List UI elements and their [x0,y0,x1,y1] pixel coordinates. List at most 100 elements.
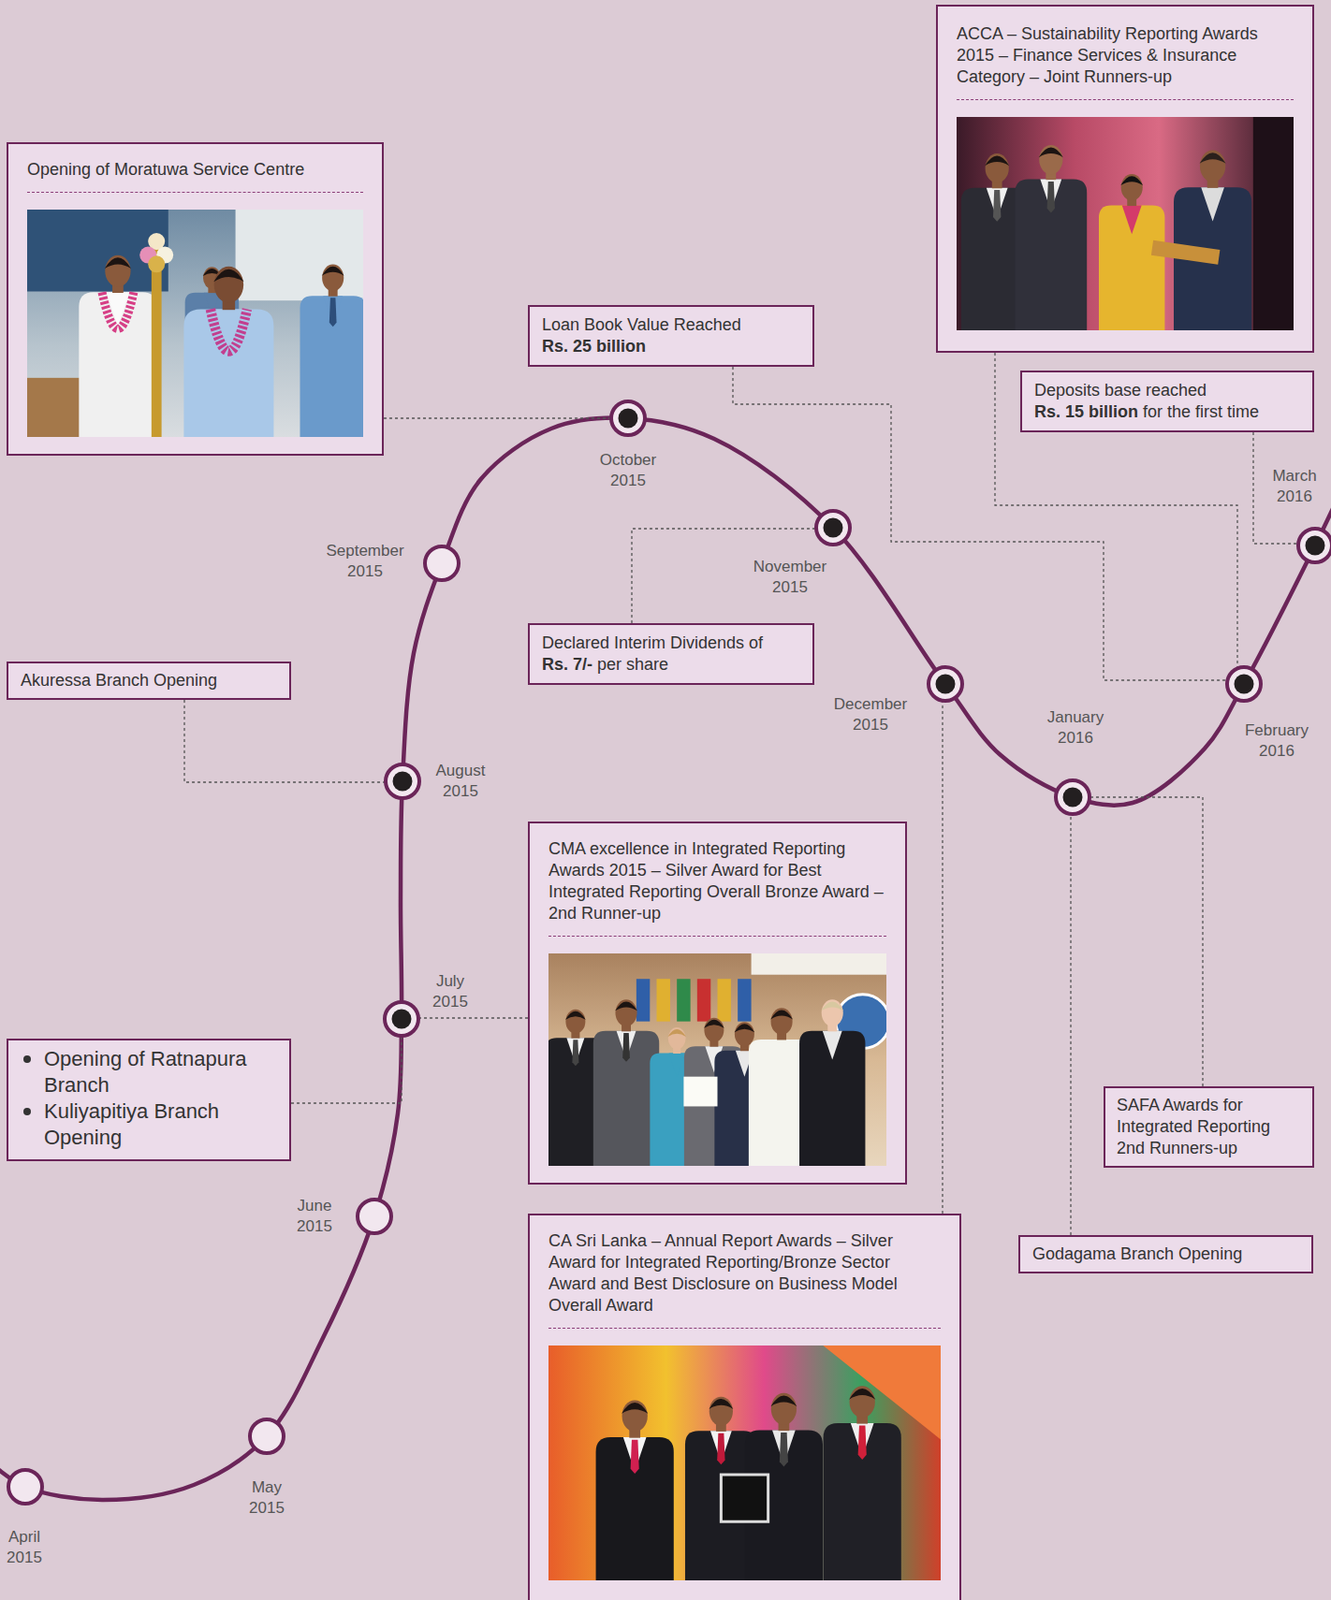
box-text: Deposits base reached [1034,380,1301,402]
person-tie [779,1433,789,1467]
milestone [8,1470,43,1505]
photo-scene [548,953,887,1167]
stage-curtain [1253,117,1294,331]
milestone-dot [392,1009,412,1030]
bullet-dot [23,1108,31,1116]
person-head [214,266,245,304]
flag [737,979,751,1022]
person-shirt [822,1031,843,1061]
person [1014,145,1087,331]
garland [210,308,248,352]
person-hair [1120,175,1143,186]
person-hair [621,1403,648,1415]
person-head [734,1022,755,1047]
award-box: SAFA Awards for Integrated Reporting 2nd… [1103,1086,1315,1169]
milestone [611,401,645,436]
person-hair [565,1011,586,1021]
person-hair [708,1399,733,1410]
person-body [1098,205,1165,332]
person-head [1121,174,1143,202]
person [78,255,157,438]
award-box: ACCA – Sustainability Reporting Awards 2… [936,4,1315,353]
leader-line [941,701,943,1214]
milestone-ring [384,1002,419,1037]
figure-text: Rs. 25 billion [541,336,801,358]
figure-text: Rs. 7/- [541,655,593,674]
photo-scene [961,117,1294,331]
flag [676,979,690,1022]
person [593,999,659,1167]
milestone [424,546,459,581]
leader-line [184,700,386,783]
person-shirt [669,1053,686,1078]
event-box: Opening of Moratuwa Service Centre [6,142,384,456]
flag [717,979,732,1022]
milestone-box: Deposits base reachedRs. 15 billionfor t… [1020,370,1315,433]
month-label: August 2015 [436,760,486,802]
person-body [596,1437,674,1581]
photo [548,953,887,1167]
box-heading: CMA excellence in Integrated Reporting A… [548,838,887,937]
person-hair [667,1029,686,1038]
box-text: SAFA Awards for Integrated Reporting 2nd… [1116,1095,1302,1160]
milestone-ring [357,1199,392,1234]
person-body [1014,179,1087,331]
month-label: May 2015 [248,1477,285,1519]
bullet-item: Opening of Ratnapura Branch [17,1046,280,1099]
milestone [384,1002,419,1037]
flag [657,979,671,1022]
milestone-ring [385,764,420,799]
person-tie [329,297,337,327]
person-hair [820,1002,844,1012]
milestone-ring [1227,667,1261,702]
person-hair [213,269,244,283]
person-hair [984,156,1010,167]
month-label: October 2015 [599,450,657,491]
person-shirt [772,1039,792,1069]
milestone-box: Loan Book Value ReachedRs. 25 billion [527,305,815,367]
person-body [78,292,157,438]
person-head [614,999,637,1027]
person-head [104,255,131,288]
box-text: Godagama Branch Opening [1032,1243,1300,1266]
person-head [703,1018,724,1043]
certificate [683,1077,717,1108]
text-line: Rs. 15 billionfor the first time [1034,401,1301,424]
person-body [299,295,364,438]
month-label: December 2015 [833,694,907,735]
box-heading: ACCA – Sustainability Reporting Awards 2… [956,23,1294,101]
screen [27,209,169,292]
person-body [183,308,274,438]
person [596,1401,674,1582]
milestone-dot [618,409,639,429]
oil-lamp [151,246,162,438]
month-label: March 2016 [1272,466,1317,507]
award-box: CMA excellence in Integrated Reporting A… [527,821,907,1185]
bullet-item: Kuliyapitiya Branch Opening [17,1098,280,1152]
person-body [823,1423,902,1581]
milestone [249,1419,284,1454]
milestone-dot [823,518,844,539]
person [299,264,364,438]
month-label: November 2015 [753,556,827,598]
month-label: June 2015 [296,1196,333,1237]
certificate [720,1475,768,1522]
award-plaque [1151,240,1221,265]
milestone-ring [611,401,645,436]
person-hair [1038,146,1064,158]
person-head [1199,150,1226,183]
event-box: Akuressa Branch Opening [6,661,292,701]
milestone-ring [928,667,963,702]
person-hair [770,1396,797,1408]
milestone [1227,667,1261,702]
leader-line [1089,797,1203,1087]
person [183,266,274,438]
photo-scene [596,1345,941,1581]
person [1173,150,1252,331]
box-heading: Opening of Moratuwa Service Centre [27,159,364,193]
month-label: July 2015 [432,971,469,1012]
person-head [1038,145,1063,175]
month-label: January 2016 [1047,707,1104,748]
person-head [985,153,1010,183]
leader-line [291,1036,402,1104]
